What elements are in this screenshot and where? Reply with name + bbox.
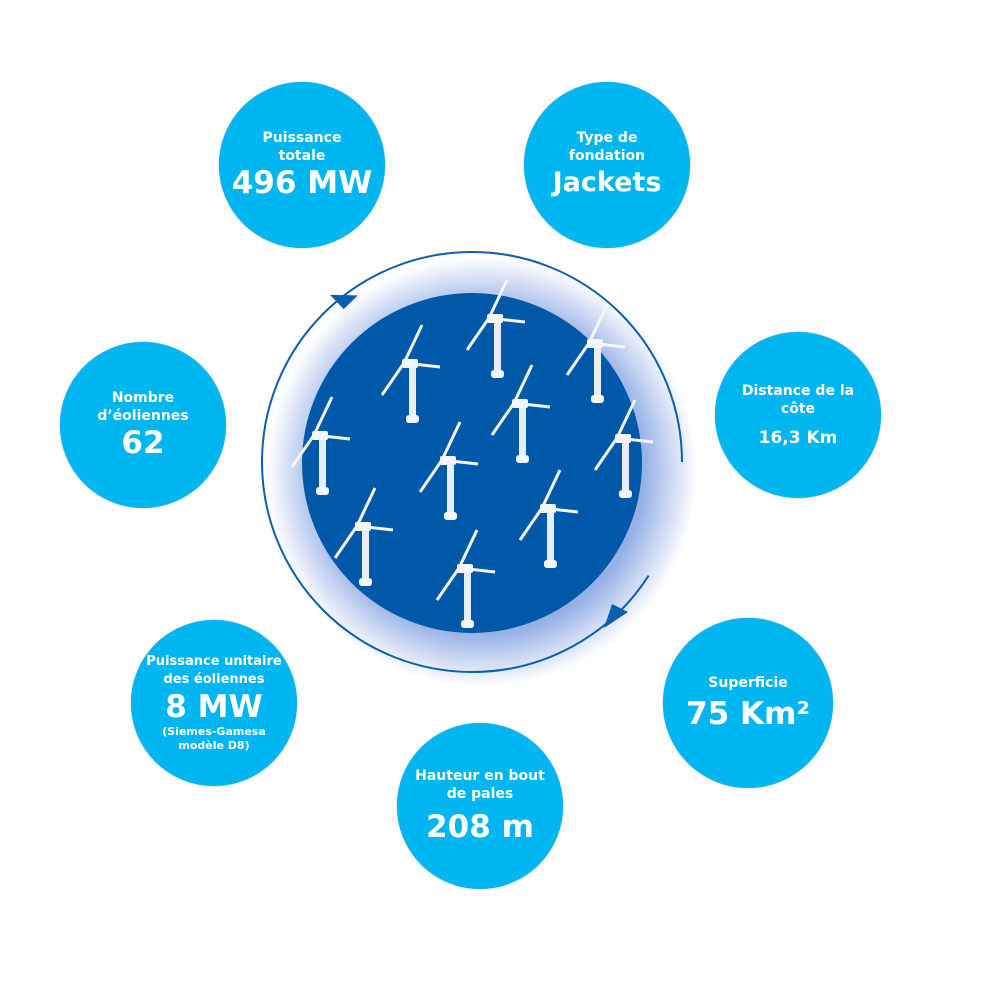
stat-label: Type de fondation [568,130,646,164]
stat-value: Jackets [552,167,662,198]
wind-turbine-icon [418,421,479,520]
stat-label: Puissance totale [262,130,342,164]
stat-label: Puissance unitaire des éoliennes [146,654,282,687]
arrow-icon [604,604,628,628]
stat-label: Superficie [708,675,788,691]
wind-turbine-icon [380,324,441,423]
orbit-ring [261,251,683,673]
wind-turbine-icon [290,396,351,495]
stat-unit-power: Puissance unitaire des éoliennes 8 MW (S… [131,620,297,786]
stat-distance: Distance de la côte 16,3 Km [715,332,881,498]
stat-label: Hauteur en bout de pales [415,768,545,802]
wind-turbine-icon [518,469,579,568]
stat-foundation: Type de fondation Jackets [524,82,690,248]
stat-note: (Siemes-Gamesa modèle D8) [162,725,266,752]
stat-total-power: Puissance totale 496 MW [219,82,385,248]
stat-label: Distance de la côte [741,383,855,417]
stat-value: 75 Km² [686,696,810,732]
arrow-icon [330,294,358,310]
wind-turbine-icon [565,304,626,403]
stat-value: 496 MW [231,165,373,201]
wind-turbine-icon [435,529,496,628]
stat-turbine-count: Nombre d’éoliennes 62 [60,342,226,508]
wind-turbine-icon [333,487,394,586]
stat-value: 208 m [426,809,534,845]
wind-turbine-icon [490,364,551,463]
stat-value: 8 MW [165,689,263,725]
wind-turbine-icon [593,399,654,498]
stat-area: Superficie 75 Km² [663,618,833,788]
stat-label: Nombre d’éoliennes [97,390,189,424]
wind-turbine-icon [465,279,526,378]
stat-value: 62 [121,425,165,461]
stat-height: Hauteur en bout de pales 208 m [397,723,563,889]
stat-value: 16,3 Km [758,428,838,448]
